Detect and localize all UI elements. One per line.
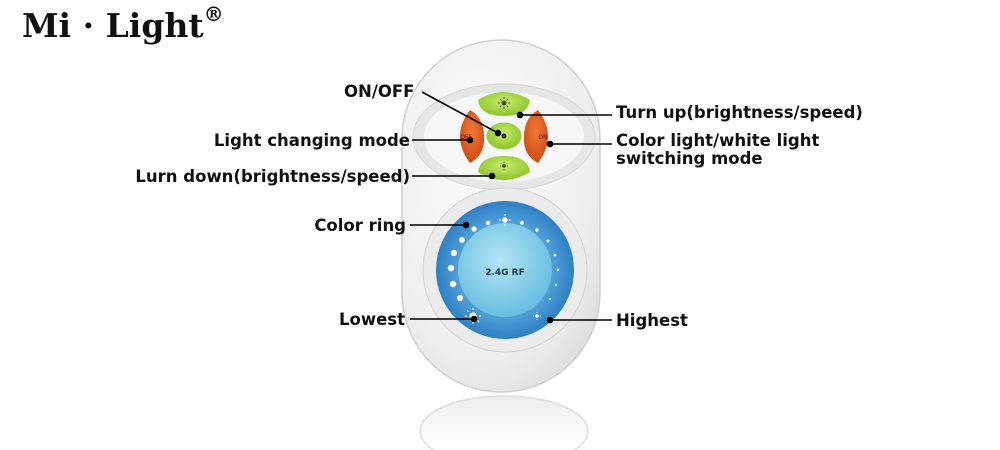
brand-name: Mi xyxy=(22,6,72,45)
label-color-white-line2: switching mode xyxy=(616,149,763,168)
label-lowest: Lowest xyxy=(339,310,405,329)
registered-mark: ® xyxy=(203,2,224,26)
rf-logo-text: 2.4G RF xyxy=(485,268,525,278)
on-key-label: ON xyxy=(538,134,547,141)
brand-separator: · xyxy=(82,6,95,45)
remote-reflection xyxy=(419,395,589,450)
ring-dots xyxy=(447,220,560,302)
label-turn-down: Lurn down(brightness/speed) xyxy=(135,167,410,186)
label-light-changing-mode: Light changing mode xyxy=(213,131,410,150)
sun-down-icon xyxy=(500,162,508,170)
brand-logo: Mi · Light® xyxy=(22,2,224,45)
off-key xyxy=(460,110,485,163)
off-key-label: OFF xyxy=(460,134,472,141)
label-on-off: ON/OFF xyxy=(344,82,415,101)
sun-up-icon xyxy=(498,97,510,109)
ring-sun-highest-icon xyxy=(533,312,541,320)
brand-suffix: Light xyxy=(105,6,204,45)
label-color-white-line1: Color light/white light xyxy=(616,131,820,150)
label-turn-up: Turn up(brightness/speed) xyxy=(616,103,863,122)
ring-sun-top-icon xyxy=(499,214,511,226)
on-key xyxy=(523,110,548,163)
label-highest: Highest xyxy=(616,311,688,330)
callout-lines xyxy=(410,91,612,324)
label-color-ring: Color ring xyxy=(314,216,406,235)
